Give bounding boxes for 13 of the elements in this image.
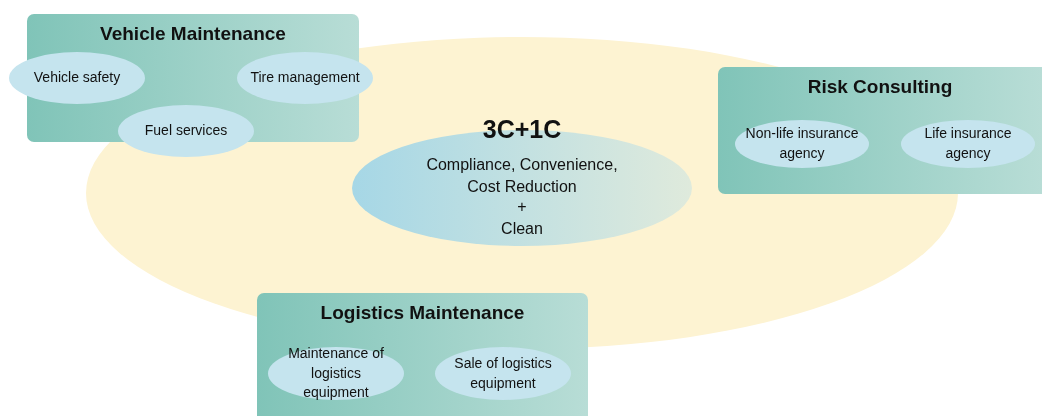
- service-ellipse: Life insurance agency: [901, 120, 1035, 168]
- center-title: 3C+1C: [481, 114, 563, 145]
- group-panel: [257, 293, 588, 416]
- service-ellipse: Non-life insurance agency: [735, 120, 869, 168]
- center-text: +: [516, 197, 528, 217]
- service-ellipse: Maintenance of logistics equipment: [268, 347, 404, 400]
- service-ellipse: Sale of logistics equipment: [435, 347, 571, 400]
- panel-title: Logistics Maintenance: [319, 302, 526, 324]
- panel-title: Vehicle Maintenance: [99, 23, 287, 45]
- group-panel: [718, 67, 1042, 194]
- center-text: Compliance, Convenience, Cost Reduction: [425, 155, 619, 198]
- panel-title: Risk Consulting: [806, 76, 954, 98]
- center-text: Clean: [500, 219, 544, 239]
